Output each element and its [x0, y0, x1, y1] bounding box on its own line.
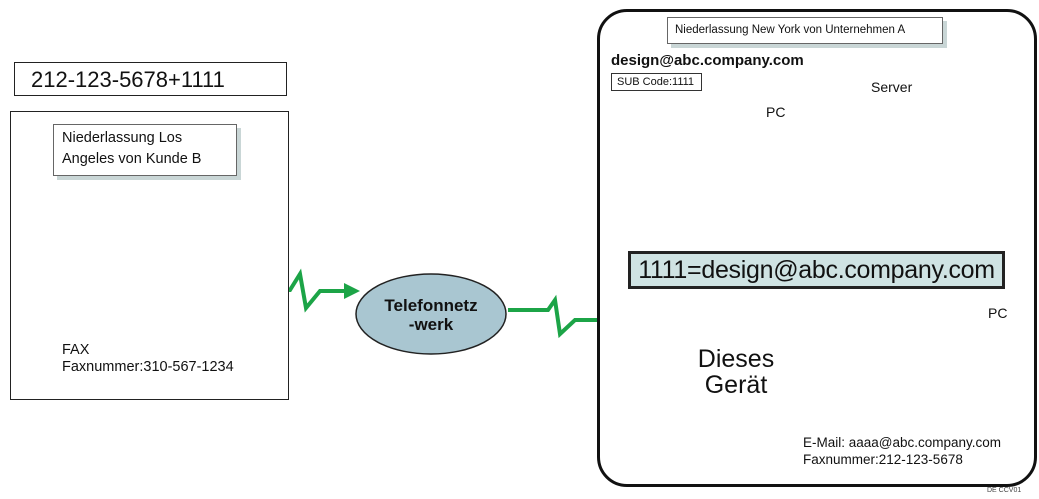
- sub-code-mapping-box: 1111=design@abc.company.com: [628, 251, 1005, 289]
- receiver-email: E-Mail: aaaa@abc.company.com: [803, 435, 1002, 450]
- receiver-fax-number: Faxnummer:212-123-5678: [803, 452, 963, 467]
- telephone-network-label: Telefonnetz-werk: [359, 296, 503, 334]
- destination-email: design@abc.company.com: [611, 52, 804, 69]
- arrowhead-to-network-icon: [344, 283, 360, 299]
- telephone-network-ellipse: [355, 273, 507, 355]
- sender-fax-number: Faxnummer:310-567-1234: [62, 359, 234, 375]
- dial-string-box: 212-123-5678+1111: [14, 62, 287, 96]
- figure-code: DE CCV01: [987, 487, 1022, 494]
- this-machine-label: Dieses Gerät: [692, 346, 780, 398]
- receiver-office-label: Niederlassung New York von Unternehmen A: [667, 17, 943, 44]
- server-label: Server: [871, 79, 913, 95]
- network-label-text: Telefonnetz-werk: [384, 296, 478, 334]
- this-machine-label-text: Dieses Gerät: [697, 345, 775, 399]
- link-network-to-device: [508, 294, 668, 339]
- sender-location-label: Niederlassung Los Angeles von Kunde B: [53, 124, 237, 176]
- sender-fax-info: FAX Faxnummer:310-567-1234: [62, 342, 234, 376]
- receiver-contact-info: E-Mail: aaaa@abc.company.com Faxnummer:2…: [803, 434, 1001, 468]
- pc-label: PC: [766, 104, 786, 120]
- pc2-label: PC: [988, 305, 1008, 321]
- sender-device-type: FAX: [62, 342, 90, 358]
- sub-code-box: SUB Code:1111: [611, 73, 702, 91]
